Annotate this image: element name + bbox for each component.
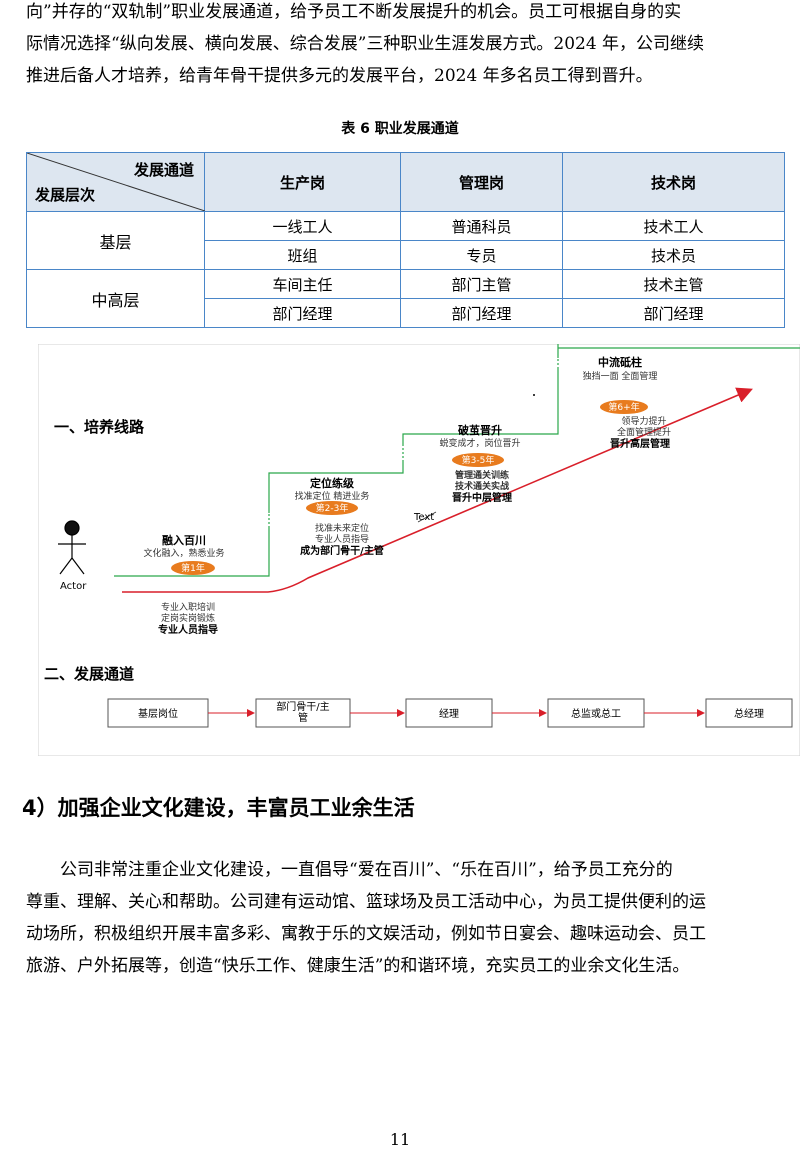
intro-paragraph: 向”并存的“双轨制”职业发展通道，给予员工不断发展提升的机会。员工可根据自身的实… [26, 0, 778, 92]
growth-arrow [122, 387, 753, 593]
stage-title: 中流砥柱 [598, 355, 642, 369]
actor-icon [58, 520, 86, 575]
career-diagram: 一、培养线路 二、发展通道 Actor Text 融入百川 文化融入，熟悉业务 … [38, 344, 800, 756]
path-box [255, 698, 351, 728]
stair-top [557, 344, 800, 349]
stage-subtitle: 找准定位 精进业务 [295, 490, 370, 502]
table-cell: 部门经理 [400, 298, 563, 328]
stage-2: 定位练级 找准定位 精进业务 第2-3年 找准未来定位 专业人员指导 成为部门骨… [295, 476, 384, 557]
path-label: 基层岗位 [138, 707, 178, 720]
stage-subtitle: 独挡一面 全面管理 [583, 370, 658, 382]
stage-note-bold: 晋升高层管理 [610, 437, 670, 450]
table-row: 基层 一线工人 普通科员 技术工人 [26, 211, 785, 270]
corner-top-label: 发展通道 [133, 161, 194, 179]
level-cell: 中高层 [26, 269, 205, 328]
intro-line: 际情况选择“纵向发展、横向发展、综合发展”三种职业生涯发展方式。2024 年，公… [26, 34, 705, 54]
column-header: 技术岗 [562, 152, 785, 212]
stage-1: 融入百川 文化融入，熟悉业务 第1年 专业入职培训 定岗实岗锻炼 专业人员指导 [143, 533, 224, 636]
stage-badge-label: 第3-5年 [462, 454, 495, 466]
path-label: 总经理 [734, 707, 764, 720]
stage-badge [171, 561, 215, 575]
path-box [405, 698, 493, 728]
text-label: Text [413, 512, 434, 523]
stage-note: 领导力提升 [621, 415, 666, 427]
path-box [547, 698, 645, 728]
stage-note: 定岗实岗锻炼 [161, 612, 215, 624]
stage-note: 技术通关实战 [455, 480, 509, 492]
table-cell: 技术工人 [562, 211, 785, 241]
table-cell: 班组 [204, 240, 401, 270]
culture-paragraph: 公司非常注重企业文化建设，一直倡导“爱在百川”、“乐在百川”，给予员工充分的 尊… [26, 854, 778, 982]
table-cell: 一线工人 [204, 211, 401, 241]
culture-line: 尊重、理解、关心和帮助。公司建有运动馆、篮球场及员工活动中心，为员工提供便利的运 [26, 892, 706, 912]
section-heading: 4）加强企业文化建设，丰富员工业余生活 [22, 796, 415, 820]
stage-note-bold: 专业人员指导 [158, 623, 218, 636]
table-cell: 专员 [400, 240, 563, 270]
diagram-section-title: 二、发展通道 [44, 665, 134, 683]
stage-note: 找准未来定位 [315, 522, 369, 534]
stage-4: 中流砥柱 独挡一面 全面管理 第6+年 领导力提升 全面管理提升 晋升高层管理 [583, 355, 671, 450]
stage-note: 专业人员指导 [315, 533, 369, 545]
table-caption: 表 6 职业发展通道 [341, 121, 459, 137]
stage-badge-label: 第6+年 [608, 401, 639, 413]
table-cell: 部门经理 [204, 298, 401, 328]
dot [533, 394, 535, 396]
table-row: 中高层 车间主任 部门主管 技术主管 [26, 269, 785, 328]
corner-bottom-label: 发展层次 [35, 186, 96, 204]
actor-label: Actor [60, 581, 87, 592]
table-cell: 部门经理 [562, 298, 785, 328]
stage-3: 破茧晋升 蜕变成才，岗位晋升 第3-5年 管理通关训练 技术通关实战 晋升中层管… [439, 423, 520, 504]
stage-title: 定位练级 [310, 476, 355, 490]
intro-line: 推进后备人才培养，给青年骨干提供多元的发展平台，2024 年多名员工得到晋升。 [26, 66, 653, 86]
table-cell: 车间主任 [204, 269, 401, 299]
column-header: 生产岗 [204, 152, 401, 212]
diagonal-divider [27, 153, 205, 211]
stage-title: 融入百川 [162, 533, 206, 547]
stage-badge [452, 453, 504, 467]
stage-note-bold: 成为部门骨干/主管 [300, 544, 384, 557]
development-path: 基层岗位 部门骨干/主管 经理 总监或总工 总经理 [107, 698, 793, 728]
culture-line: 动场所，积极组织开展丰富多彩、寓教于乐的文娱活动，例如节日宴会、趣味运动会、员工 [26, 924, 706, 944]
level-cell: 基层 [26, 211, 205, 270]
table-corner-cell: 发展通道 发展层次 [26, 152, 205, 212]
culture-line: 旅游、户外拓展等，创造“快乐工作、健康生活”的和谐环境，充实员工的业余文化生活。 [26, 956, 690, 976]
stage-note-bold: 晋升中层管理 [452, 491, 512, 504]
table-cell: 普通科员 [400, 211, 563, 241]
table-cell: 部门主管 [400, 269, 563, 299]
table-row: 部门经理 部门经理 部门经理 [27, 298, 785, 328]
stage-subtitle: 蜕变成才，岗位晋升 [439, 437, 520, 449]
career-path-table: 发展通道 发展层次 生产岗 管理岗 技术岗 基层 一线工人 普通科员 技术工人 … [26, 152, 785, 328]
table-cell: 技术员 [562, 240, 785, 270]
table-cell: 技术主管 [562, 269, 785, 299]
stage-subtitle: 文化融入，熟悉业务 [143, 547, 224, 559]
stair-dash [268, 358, 559, 528]
column-header: 管理岗 [400, 152, 563, 212]
stair-line [114, 348, 559, 577]
stage-title: 破茧晋升 [458, 423, 502, 437]
culture-line: 公司非常注重企业文化建设，一直倡导“爱在百川”、“乐在百川”，给予员工充分的 [60, 860, 673, 880]
text-pointer [417, 511, 437, 523]
path-label: 经理 [439, 707, 459, 720]
stage-note: 专业入职培训 [161, 601, 215, 613]
path-label: 部门骨干/主管 [276, 700, 329, 724]
diagram-section-title: 一、培养线路 [54, 418, 145, 436]
stage-badge [306, 501, 358, 515]
intro-line: 向”并存的“双轨制”职业发展通道，给予员工不断发展提升的机会。员工可根据自身的实 [26, 2, 682, 22]
stage-badge-label: 第1年 [181, 562, 205, 574]
path-box [705, 698, 793, 728]
stage-note: 全面管理提升 [617, 426, 671, 438]
stage-note: 管理通关训练 [455, 469, 509, 481]
path-label: 总监或总工 [571, 707, 621, 720]
diagram-frame [38, 344, 800, 756]
page-number: 11 [389, 1130, 411, 1149]
stage-badge-label: 第2-3年 [316, 502, 349, 514]
stage-badge [600, 400, 648, 414]
